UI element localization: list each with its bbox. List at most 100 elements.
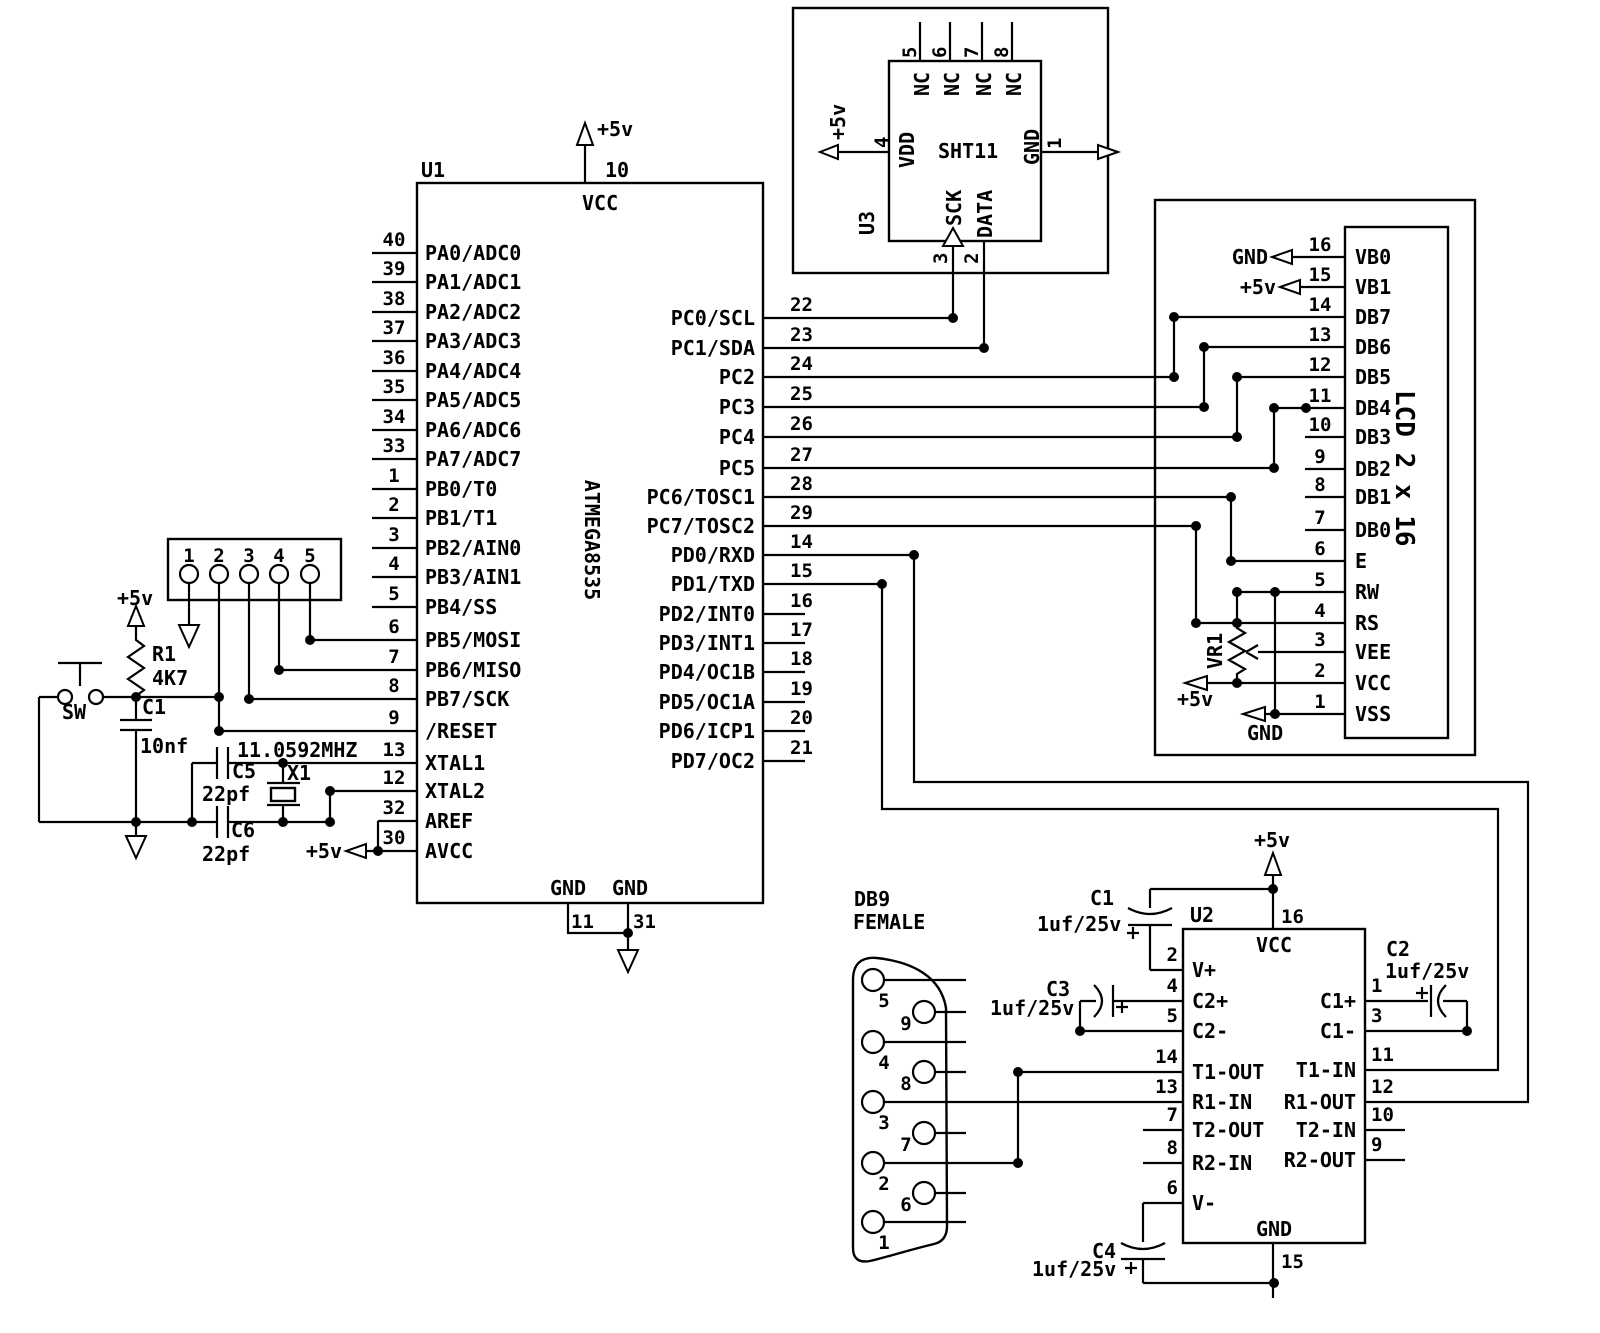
u2-body [1181,927,1367,1245]
lcd-pin-num: 9 [1314,446,1325,468]
u2-pin-num: 2 [1167,944,1178,966]
u2-pin-name: V+ [1192,958,1216,982]
lcd-pin-name: DB6 [1355,335,1391,359]
u1-pin-name: PC4 [719,425,755,449]
u1-pin-name: PB2/AIN0 [425,536,521,560]
lcd-pin-name: DB2 [1355,457,1391,481]
capacitor-curved-plates [1093,907,1447,1251]
u1-pin-num: 20 [790,707,813,729]
sht11-nc-num: 8 [991,47,1013,58]
sht11-gnd-num: 1 [1044,138,1066,149]
gnd-arrow-icon [124,835,148,861]
u1-pin-name: PC5 [719,456,755,480]
u1-pin-name: PC3 [719,395,755,419]
lcd-pin-name: RW [1355,580,1380,604]
u1-pin-name: PD4/OC1B [659,660,755,684]
db9-pin-num: 3 [878,1112,889,1134]
sck-direction-arrow-icon [941,225,965,247]
db9-pin-num: 7 [900,1134,911,1156]
sht11-nc-name: NC [1002,72,1026,96]
u2-pin-num: 14 [1155,1046,1178,1068]
u1-pin-num: 21 [790,737,813,759]
plus5v-label: +5v [306,839,342,863]
u2-pin-name: C2+ [1192,989,1228,1013]
u2-ref: U2 [1190,903,1214,927]
plus5v-label: +5v [1177,687,1213,711]
plus5v-arrow-icon [1181,674,1208,692]
u1-pin-name: AREF [425,809,473,833]
u1-pin-num: 12 [383,767,406,789]
u1-gnd-pin-name: GND [612,876,648,900]
u1-pin-name: PB7/SCK [425,687,509,711]
lcd-pin-name: VSS [1355,702,1391,726]
gnd-arrow-icon [1268,248,1293,266]
sht11-vdd-num: 4 [871,137,893,148]
u1-pin-num: 23 [790,324,813,346]
crystal-body [269,786,297,803]
db9-title-line1: DB9 [854,887,890,911]
u2-pin-num: 13 [1155,1076,1178,1098]
db9-pin-8-pad [911,1059,937,1085]
lcd-pin-num: 4 [1314,600,1325,622]
u1-pin-name: XTAL1 [425,751,485,775]
db9-pin-9-pad [911,999,937,1025]
u1-pin-num: 6 [388,616,399,638]
gnd-label: GND [1232,245,1268,269]
lcd-pin-name: DB4 [1355,396,1391,420]
u1-pin-name: AVCC [425,839,473,863]
junction-dots [131,312,1472,1288]
lcd-outer-box [1153,198,1477,757]
u1-pin-name: PB5/MOSI [425,628,521,652]
u1-pin-num: 18 [790,648,813,670]
u2-pin-num: 5 [1167,1005,1178,1027]
db9-pin-4-pad [860,1029,886,1055]
u1-pin-name: PC6/TOSC1 [647,485,755,509]
gnd-arrow-icon [1239,705,1266,723]
lcd-pin-name: DB1 [1355,485,1391,509]
lcd-pin-num: 11 [1309,385,1332,407]
u1-pin-name: PD5/OC1A [659,690,755,714]
u1-pin-num: 13 [383,739,406,761]
sht11-nc-name: NC [972,72,996,96]
r1-ref: R1 [152,642,176,666]
sht11-outer-box [791,6,1110,275]
vr1-ref: VR1 [1203,633,1227,669]
lcd-pin-num: 14 [1309,294,1332,316]
left-circuit-labels: 1 2 3 4 5 +5v R1 4K7 SW C1 10nf 11.0592M… [62,545,357,866]
c3-value: 1uf/25v [990,996,1074,1020]
lcd-pin-name: VB0 [1355,245,1391,269]
lcd-body [1343,225,1450,740]
u1-gnd-pin-name: GND [550,876,586,900]
gnd-arrow-icon [1097,143,1122,161]
u1-pin-num: 25 [790,383,813,405]
u1-pin-name: PD0/RXD [671,543,755,567]
u1-pin-num: 39 [383,258,406,280]
db9-pin-6-pad [911,1180,937,1206]
u1-pin-name: PC1/SDA [671,336,755,360]
isp-pin-num: 4 [273,545,284,567]
u2-pin-num: 3 [1371,1005,1382,1027]
u2-pin-num: 6 [1167,1177,1178,1199]
lcd-pin-num: 2 [1314,660,1325,682]
u2-pin-name: T2-IN [1296,1118,1356,1142]
u1-pin-num: 38 [383,288,406,310]
u1-gnd-pin-num: 11 [571,911,594,933]
c1-reset-ref: C1 [142,695,166,719]
u1-pin-name: PC0/SCL [671,306,755,330]
u2-pin-num: 8 [1167,1137,1178,1159]
sht11-nc-num: 5 [899,47,921,58]
db9-pin-5-pad [860,967,886,993]
c2-value: 1uf/25v [1385,959,1469,983]
u1-labels: U1 10 +5v VCC ATMEGA8535 40 39 38 37 36 … [383,117,813,933]
u2-pin-name: C2- [1192,1019,1228,1043]
u2-pin-name: C1+ [1320,989,1356,1013]
c3-ref: C3 [1046,977,1070,1001]
u1-top-pin-name: VCC [582,191,618,215]
u2-pin-name: C1- [1320,1019,1356,1043]
u1-pin-name: PA7/ADC7 [425,447,521,471]
sht11-labels: 5 6 7 8 NC NC NC NC +5v 4 VDD GND 1 SHT1… [826,47,1066,264]
lcd-title: LCD 2 x 16 [1389,390,1419,547]
u2-pin-num: 9 [1371,1134,1382,1156]
lcd-pin-name: DB5 [1355,365,1391,389]
